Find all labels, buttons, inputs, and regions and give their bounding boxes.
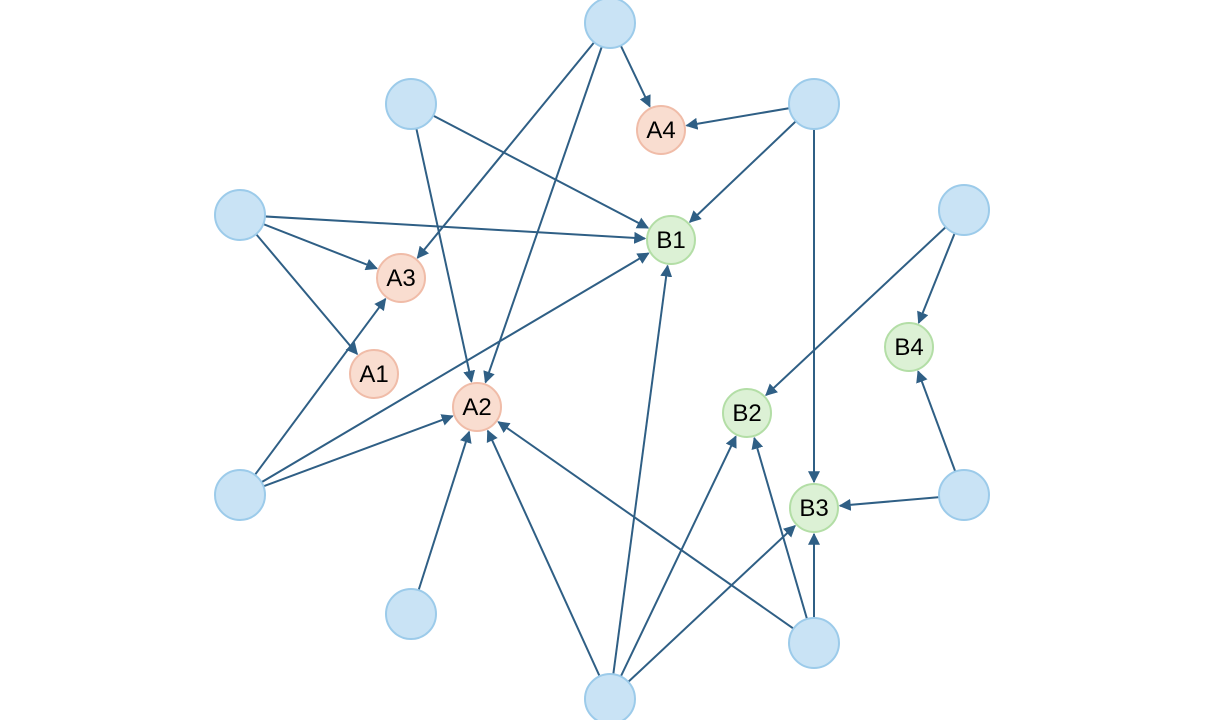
node-B3: B3 bbox=[789, 483, 839, 533]
node-circle-A1 bbox=[349, 349, 399, 399]
edge-s4-to-A1 bbox=[239, 214, 358, 356]
node-circle-s4 bbox=[214, 189, 266, 241]
node-A1: A1 bbox=[349, 349, 399, 399]
node-label-B1: B1 bbox=[656, 227, 685, 254]
node-s2 bbox=[385, 78, 437, 130]
node-circle-B1 bbox=[646, 215, 696, 265]
node-A3: A3 bbox=[376, 253, 426, 303]
node-B4: B4 bbox=[884, 322, 934, 372]
edge-s10-to-B2 bbox=[751, 436, 815, 644]
node-s9 bbox=[584, 673, 636, 720]
node-circle-s3 bbox=[788, 78, 840, 130]
edge-s10-to-A2 bbox=[497, 421, 815, 644]
node-circle-B3 bbox=[789, 483, 839, 533]
node-circle-s7 bbox=[938, 469, 990, 521]
edge-s2-to-B1 bbox=[410, 103, 650, 229]
node-label-A4: A4 bbox=[646, 117, 675, 144]
node-label-A2: A2 bbox=[462, 394, 491, 421]
edges bbox=[239, 22, 965, 700]
node-s7 bbox=[938, 469, 990, 521]
node-A4: A4 bbox=[636, 105, 686, 155]
edge-s8-to-A2 bbox=[410, 430, 472, 615]
node-s6 bbox=[214, 469, 266, 521]
node-circle-A2 bbox=[452, 382, 502, 432]
node-circle-s2 bbox=[385, 78, 437, 130]
node-s8 bbox=[385, 588, 437, 640]
node-circle-s5 bbox=[938, 184, 990, 236]
edge-s9-to-B3 bbox=[609, 524, 796, 700]
node-circle-s10 bbox=[788, 617, 840, 669]
node-label-A1: A1 bbox=[359, 361, 388, 388]
edge-s9-to-B2 bbox=[609, 435, 737, 700]
node-label-B4: B4 bbox=[894, 334, 923, 361]
edge-s4-to-B1 bbox=[239, 214, 647, 244]
edge-s3-to-B1 bbox=[688, 103, 815, 223]
node-circle-s8 bbox=[385, 588, 437, 640]
node-s10 bbox=[788, 617, 840, 669]
edge-s9-to-B1 bbox=[609, 264, 673, 700]
node-circle-A3 bbox=[376, 253, 426, 303]
edge-s6-to-B1 bbox=[239, 252, 650, 496]
edge-s6-to-A3 bbox=[239, 297, 387, 496]
edge-s2-to-A2 bbox=[410, 103, 476, 383]
node-circle-s6 bbox=[214, 469, 266, 521]
node-s1 bbox=[584, 0, 636, 49]
edge-s9-to-A2 bbox=[486, 429, 611, 700]
edge-s1-to-A3 bbox=[416, 22, 611, 259]
node-s4 bbox=[214, 189, 266, 241]
node-s3 bbox=[788, 78, 840, 130]
node-label-A3: A3 bbox=[386, 265, 415, 292]
node-circle-B4 bbox=[884, 322, 934, 372]
node-circle-s9 bbox=[584, 673, 636, 720]
edge-s5-to-B2 bbox=[765, 209, 965, 397]
node-s5 bbox=[938, 184, 990, 236]
node-B2: B2 bbox=[722, 388, 772, 438]
edge-s1-to-A2 bbox=[483, 22, 611, 384]
node-label-B2: B2 bbox=[732, 400, 761, 427]
node-A2: A2 bbox=[452, 382, 502, 432]
node-circle-A4 bbox=[636, 105, 686, 155]
node-label-B3: B3 bbox=[799, 495, 828, 522]
node-B1: B1 bbox=[646, 215, 696, 265]
edge-s6-to-A2 bbox=[239, 414, 454, 496]
node-circle-s1 bbox=[584, 0, 636, 49]
node-circle-B2 bbox=[722, 388, 772, 438]
